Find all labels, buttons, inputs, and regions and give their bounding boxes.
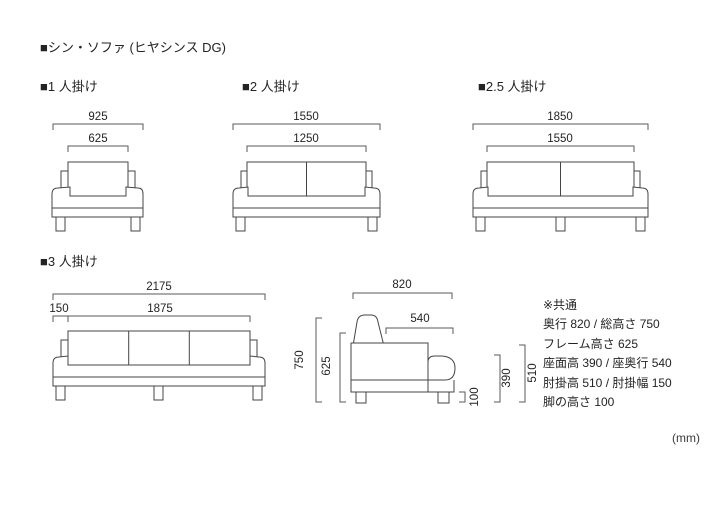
three-seater-inner-dimension-bracket [52, 315, 251, 322]
total-height-label: 750 [294, 350, 306, 369]
sofa-body [51, 186, 144, 218]
two-half-seater-section: ■2.5 人掛け 1850 1550 [472, 79, 649, 232]
one-seater-outer-width-label: 925 [88, 111, 107, 123]
total-height-dimension-bracket [315, 317, 322, 403]
three-seater-front-view [52, 330, 266, 401]
frame-height-label: 625 [321, 356, 333, 375]
common-specs-block: ※共通 奥行 820 / 総高さ 750 フレーム高さ 625 座面高 390 … [543, 298, 672, 409]
backrest [67, 330, 251, 366]
backrest [67, 161, 129, 197]
back-cushion-side [352, 314, 385, 347]
front-base-edge [428, 380, 455, 393]
seat-height-dimension-bracket [494, 354, 501, 403]
seat-depth-dimension-bracket [385, 327, 454, 334]
one-seater-section: ■1 人掛け 925 625 [40, 79, 144, 232]
seat-depth-label: 540 [410, 313, 429, 325]
one-seater-front-view [51, 161, 144, 232]
sofa-body [232, 186, 381, 218]
three-seater-arm-width-label: 150 [49, 303, 68, 315]
leg-right [252, 385, 263, 401]
page-title: ■シン・ソファ (ヒヤシンス DG) [40, 40, 226, 55]
leg-left [55, 216, 66, 232]
two-seater-front-view [232, 161, 381, 232]
two-seater-outer-width-label: 1550 [293, 111, 319, 123]
sofa-body [472, 186, 649, 218]
side-view-section: 820 540 750 625 510 390 100 [294, 279, 539, 407]
spec-line-frame-height: フレーム高さ 625 [543, 336, 638, 351]
leg-height-label: 100 [469, 387, 481, 406]
three-seater-inner-width-label: 1875 [147, 303, 173, 315]
spec-line-armrest: 肘掛高 510 / 肘掛幅 150 [543, 375, 672, 390]
two-seater-section: ■2 人掛け 1550 1250 [232, 79, 381, 232]
leg-right [130, 216, 141, 232]
three-seater-heading: ■3 人掛け [40, 254, 98, 269]
common-specs-heading: ※共通 [543, 298, 577, 312]
leg-left [475, 216, 486, 232]
two-seater-inner-dimension-bracket [246, 145, 367, 152]
two-half-seater-inner-width-label: 1550 [547, 133, 573, 145]
armrest-height-dimension-bracket [519, 344, 526, 403]
seat-front-roll [427, 355, 456, 381]
leg-right [635, 216, 646, 232]
depth-dimension-bracket [352, 292, 453, 299]
spec-line-leg-height: 脚の高さ 100 [543, 394, 615, 409]
leg-center [153, 385, 164, 401]
leg-back [355, 391, 367, 404]
unit-note: (mm) [672, 431, 700, 445]
leg-height-dimension-bracket [459, 391, 466, 403]
one-seater-heading: ■1 人掛け [40, 79, 98, 94]
two-half-seater-inner-dimension-bracket [486, 145, 635, 152]
two-half-seater-front-view [472, 161, 649, 232]
two-half-seater-outer-dimension-bracket [472, 123, 649, 130]
seat-height-label: 390 [501, 368, 513, 387]
sofa-body [52, 355, 266, 387]
two-seater-outer-dimension-bracket [232, 123, 381, 130]
one-seater-inner-width-label: 625 [88, 133, 107, 145]
one-seater-inner-dimension-bracket [67, 145, 129, 152]
leg-center [555, 216, 566, 232]
spec-line-seat: 座面高 390 / 座奥行 540 [543, 355, 672, 370]
side-view-drawing [350, 314, 456, 404]
two-half-seater-outer-width-label: 1850 [547, 111, 573, 123]
two-half-seater-heading: ■2.5 人掛け [478, 79, 547, 94]
three-seater-outer-width-label: 2175 [146, 281, 172, 293]
two-seater-inner-width-label: 1250 [293, 133, 319, 145]
three-seater-outer-dimension-bracket [52, 293, 266, 300]
leg-left [235, 216, 246, 232]
side-frame [350, 342, 429, 393]
frame-height-dimension-bracket [339, 332, 346, 403]
depth-label: 820 [392, 279, 411, 291]
spec-line-depth-height: 奥行 820 / 総高さ 750 [543, 316, 660, 331]
leg-left [55, 385, 66, 401]
three-seater-section: ■3 人掛け 2175 150 1875 [40, 254, 266, 401]
armrest-height-label: 510 [527, 363, 539, 382]
two-seater-heading: ■2 人掛け [242, 79, 300, 94]
leg-right [367, 216, 378, 232]
leg-front [437, 391, 450, 404]
one-seater-outer-dimension-bracket [52, 123, 144, 130]
